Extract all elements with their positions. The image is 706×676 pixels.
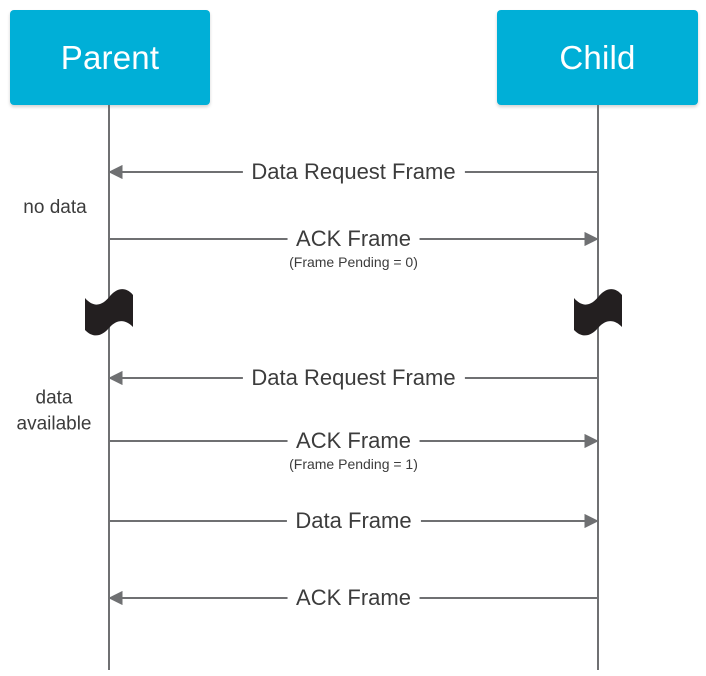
actor-box-parent[interactable]: Parent <box>10 10 210 105</box>
break-symbol-break-parent <box>85 289 133 336</box>
message-sublabel-msg-2: (Frame Pending = 0) <box>283 255 424 269</box>
message-label-msg-6: ACK Frame <box>287 587 420 609</box>
note-data-available: data available <box>16 387 92 434</box>
actor-label-parent: Parent <box>60 39 160 76</box>
message-label-msg-5: Data Frame <box>286 510 421 532</box>
message-label-msg-2: ACK Frame <box>287 228 420 250</box>
break-symbols-group <box>85 289 622 336</box>
message-label-msg-3: Data Request Frame <box>242 367 465 389</box>
note-no-data: no data <box>23 197 87 219</box>
message-label-msg-4: ACK Frame <box>287 430 420 452</box>
break-symbol-break-child <box>574 289 622 336</box>
message-label-msg-1: Data Request Frame <box>242 161 465 183</box>
actor-box-child[interactable]: Child <box>497 10 698 105</box>
actor-label-child: Child <box>559 39 636 76</box>
message-sublabel-msg-4: (Frame Pending = 1) <box>283 457 424 471</box>
